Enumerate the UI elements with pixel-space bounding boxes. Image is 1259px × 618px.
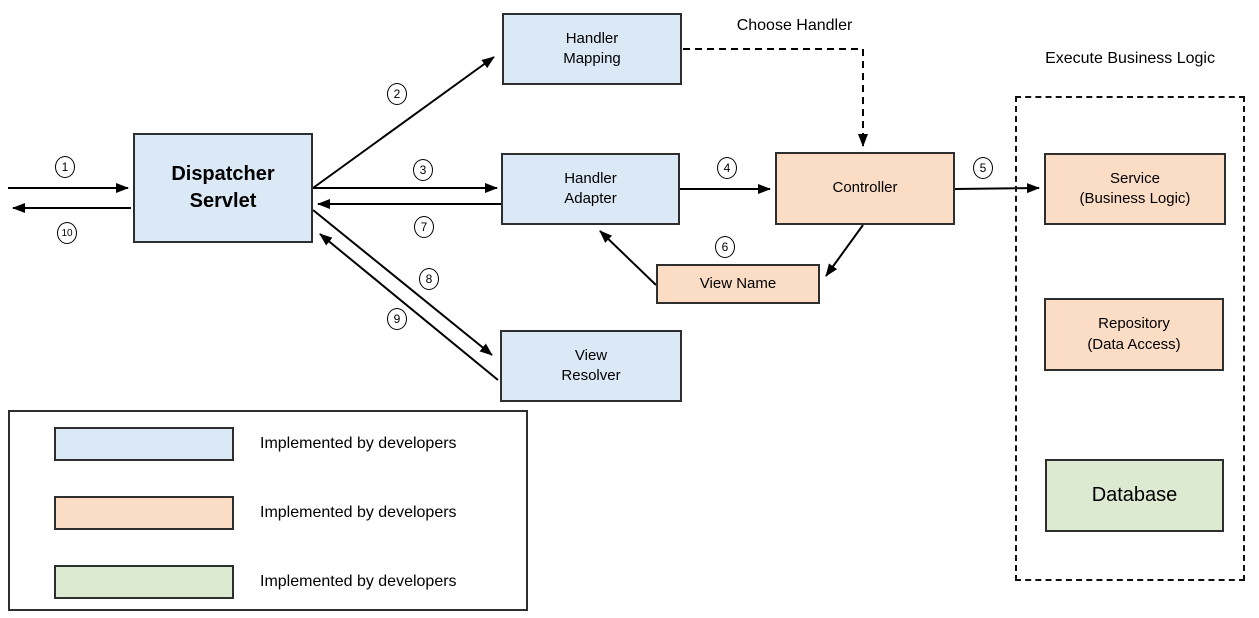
arrow-to-handler-mapping xyxy=(312,56,495,189)
arrow-controller-to-view-name xyxy=(825,224,864,277)
step-badge-3: 3 xyxy=(413,159,433,181)
legend-swatch-peach xyxy=(54,496,234,530)
node-database: Database xyxy=(1045,459,1224,532)
node-handler-mapping: Handler Mapping xyxy=(502,13,682,85)
arrow-view-resolver-return xyxy=(319,233,499,381)
arrow-choose-handler-dashed xyxy=(683,48,868,147)
legend-label-green: Implemented by developers xyxy=(260,573,457,590)
legend-label-peach: Implemented by developers xyxy=(260,504,457,521)
node-handler-adapter: Handler Adapter xyxy=(501,153,680,225)
step-badge-5: 5 xyxy=(973,157,993,179)
legend-label-blue: Implemented by developers xyxy=(260,435,457,452)
legend-swatch-green xyxy=(54,565,234,599)
node-repository: Repository (Data Access) xyxy=(1044,298,1224,371)
business-logic-group xyxy=(1015,96,1245,581)
arrow-view-name-to-adapter xyxy=(599,230,657,286)
step-badge-1: 1 xyxy=(55,156,75,178)
node-view-resolver: View Resolver xyxy=(500,330,682,402)
execute-business-logic-label: Execute Business Logic xyxy=(1045,50,1215,67)
node-controller: Controller xyxy=(775,152,955,225)
arrow-to-view-resolver xyxy=(312,209,493,356)
step-badge-10: 10 xyxy=(57,222,77,244)
step-badge-7: 7 xyxy=(414,216,434,238)
step-badge-4: 4 xyxy=(717,157,737,179)
step-badge-2: 2 xyxy=(387,83,407,105)
node-view-name: View Name xyxy=(656,264,820,304)
node-dispatcher-servlet: Dispatcher Servlet xyxy=(133,133,313,243)
choose-handler-label: Choose Handler xyxy=(736,17,853,34)
step-badge-9: 9 xyxy=(387,308,407,330)
step-badge-6: 6 xyxy=(715,236,735,258)
legend: Implemented by developers Implemented by… xyxy=(8,410,528,611)
legend-swatch-blue xyxy=(54,427,234,461)
node-service: Service (Business Logic) xyxy=(1044,153,1226,225)
step-badge-8: 8 xyxy=(419,268,439,290)
